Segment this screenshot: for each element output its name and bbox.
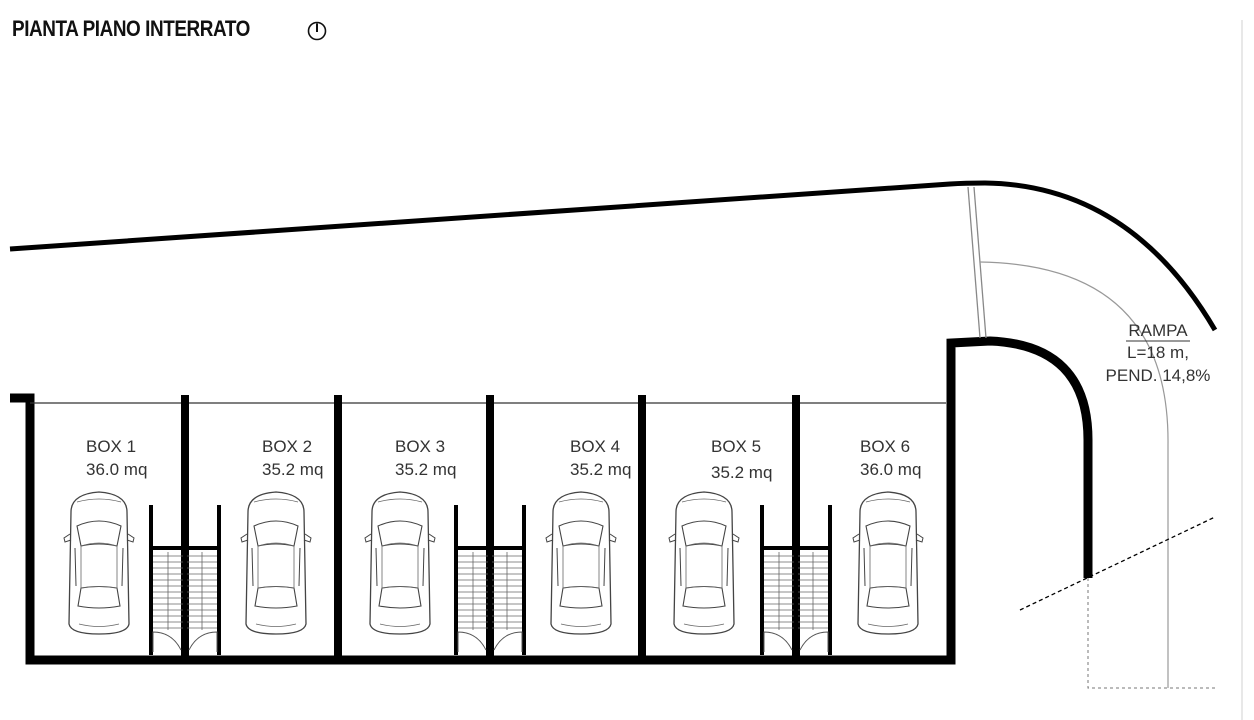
partition-walls xyxy=(181,395,800,660)
ramp-name: RAMPA xyxy=(1128,321,1188,340)
door-swings xyxy=(152,631,829,652)
page-edge xyxy=(1241,20,1243,720)
ramp-label: RAMPA L=18 m, PEND. 14,8% xyxy=(1106,321,1211,385)
box-1-area: 36.0 mq xyxy=(86,460,147,479)
box-2-name: BOX 2 xyxy=(262,437,312,456)
box-5-name: BOX 5 xyxy=(711,437,761,456)
north-arrow-icon xyxy=(307,21,327,41)
ramp-length: L=18 m, xyxy=(1127,343,1189,362)
stair-enclosures xyxy=(149,505,832,655)
box-labels: BOX 1 36.0 mq BOX 2 35.2 mq BOX 3 35.2 m… xyxy=(86,437,921,482)
box-3-name: BOX 3 xyxy=(395,437,445,456)
top-boundary-wall xyxy=(9,180,1218,332)
box-3-area: 35.2 mq xyxy=(395,460,456,479)
box-6-name: BOX 6 xyxy=(860,437,910,456)
ramp-slope: PEND. 14,8% xyxy=(1106,366,1211,385)
staircases xyxy=(153,552,828,630)
box-1-name: BOX 1 xyxy=(86,437,136,456)
box-2-area: 35.2 mq xyxy=(262,460,323,479)
box-6-area: 36.0 mq xyxy=(860,460,921,479)
ramp-lines xyxy=(967,186,1216,689)
plan-title: PIANTA PIANO INTERRATO xyxy=(12,16,250,41)
box-4-name: BOX 4 xyxy=(570,437,620,456)
box-5-area: 35.2 mq xyxy=(711,463,772,482)
box-4-area: 35.2 mq xyxy=(570,460,631,479)
box-block-outer-wall xyxy=(10,336,1093,665)
